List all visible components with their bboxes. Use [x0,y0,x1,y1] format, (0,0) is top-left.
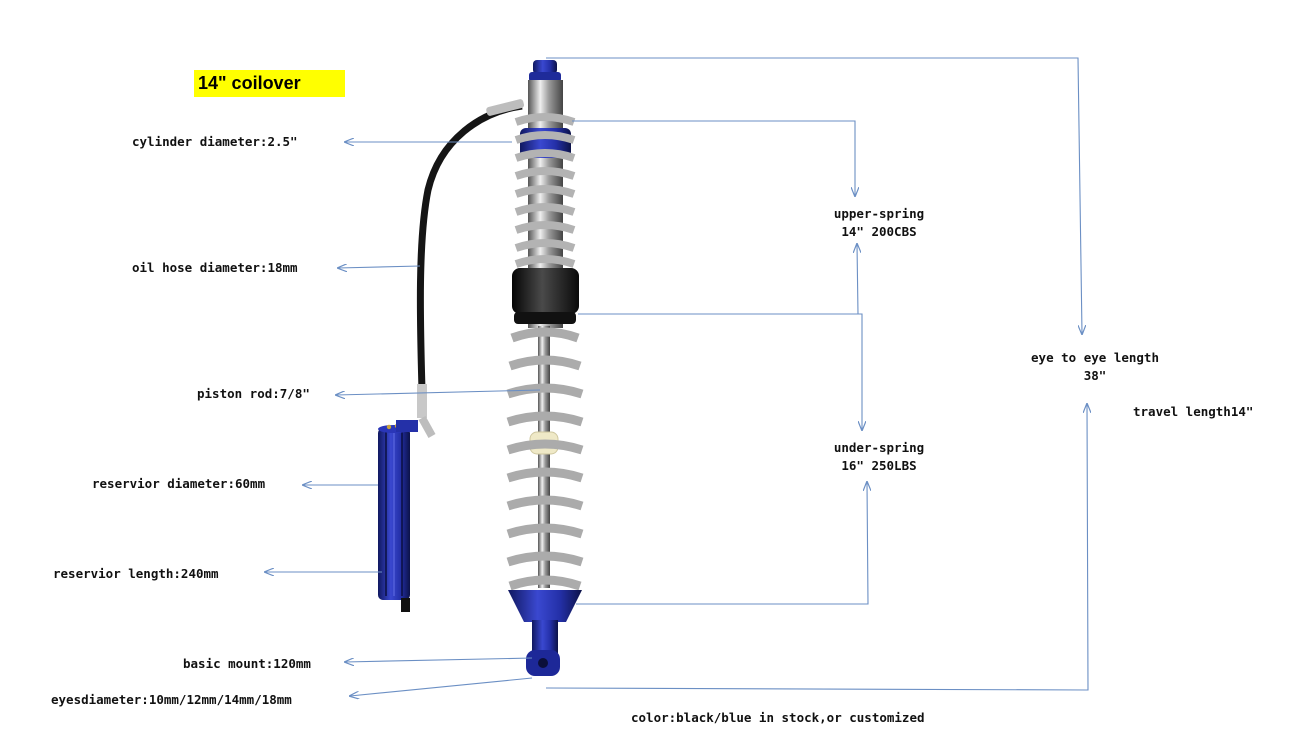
bracket-upper-spring-top [572,120,855,196]
label-piston-rod: piston rod:7/8" [197,386,310,401]
label-travel-length: travel length14" [1133,404,1254,419]
coilover-illustration [378,60,584,676]
bottom-spring-seat [508,590,582,622]
leader-oil-hose [338,266,421,268]
bracket-under-spring-top [858,313,862,430]
leader-piston-rod [336,389,541,395]
label-color-options: color:black/blue in stock,or customized [631,710,925,725]
piston-rod [538,326,550,588]
bracket-upper-spring-bottom [578,244,858,315]
upper-spring-spec: 14" 200CBS [841,224,917,239]
annotation-lines [265,57,1088,696]
label-under-spring: under-spring 16" 250LBS [818,439,940,475]
eye-to-eye-value: 38" [1083,368,1107,383]
label-eyes-diameter: eyesdiameter:10mm/12mm/14mm/18mm [51,692,292,707]
label-eye-to-eye-length: eye to eye length 38" [1012,349,1178,385]
reservoir [378,420,418,612]
label-cylinder-diameter: cylinder diameter:2.5" [132,134,298,149]
leader-eyes-diameter [350,677,533,696]
hose-fitting-bottom [417,384,427,418]
bracket-eye-to-eye-top [546,57,1082,334]
oil-hose [416,102,523,391]
bracket-under-spring-bottom [576,482,868,605]
upper-spring-coils [514,113,576,268]
bracket-eye-to-eye-bottom [545,404,1088,691]
under-spring-spec: 16" 250LBS [841,458,917,473]
lower-spring-coils [506,327,584,591]
eye-to-eye-name: eye to eye length [1031,350,1159,365]
under-spring-name: under-spring [833,440,925,455]
leader-basic-mount [345,657,533,662]
diagram-title: 14" coilover [194,70,345,97]
spring-divider [512,268,579,314]
top-mount [529,60,561,82]
label-reservoir-length: reservior length:240mm [53,566,219,581]
lower-mount [532,620,558,654]
hose-fitting-top [486,99,525,116]
label-basic-mount: basic mount:120mm [183,656,311,671]
upper-spring-name: upper-spring [833,206,925,221]
label-upper-spring: upper-spring 14" 200CBS [818,205,940,241]
label-oil-hose-diameter: oil hose diameter:18mm [132,260,298,275]
label-reservoir-diameter: reservior diameter:60mm [92,476,266,491]
